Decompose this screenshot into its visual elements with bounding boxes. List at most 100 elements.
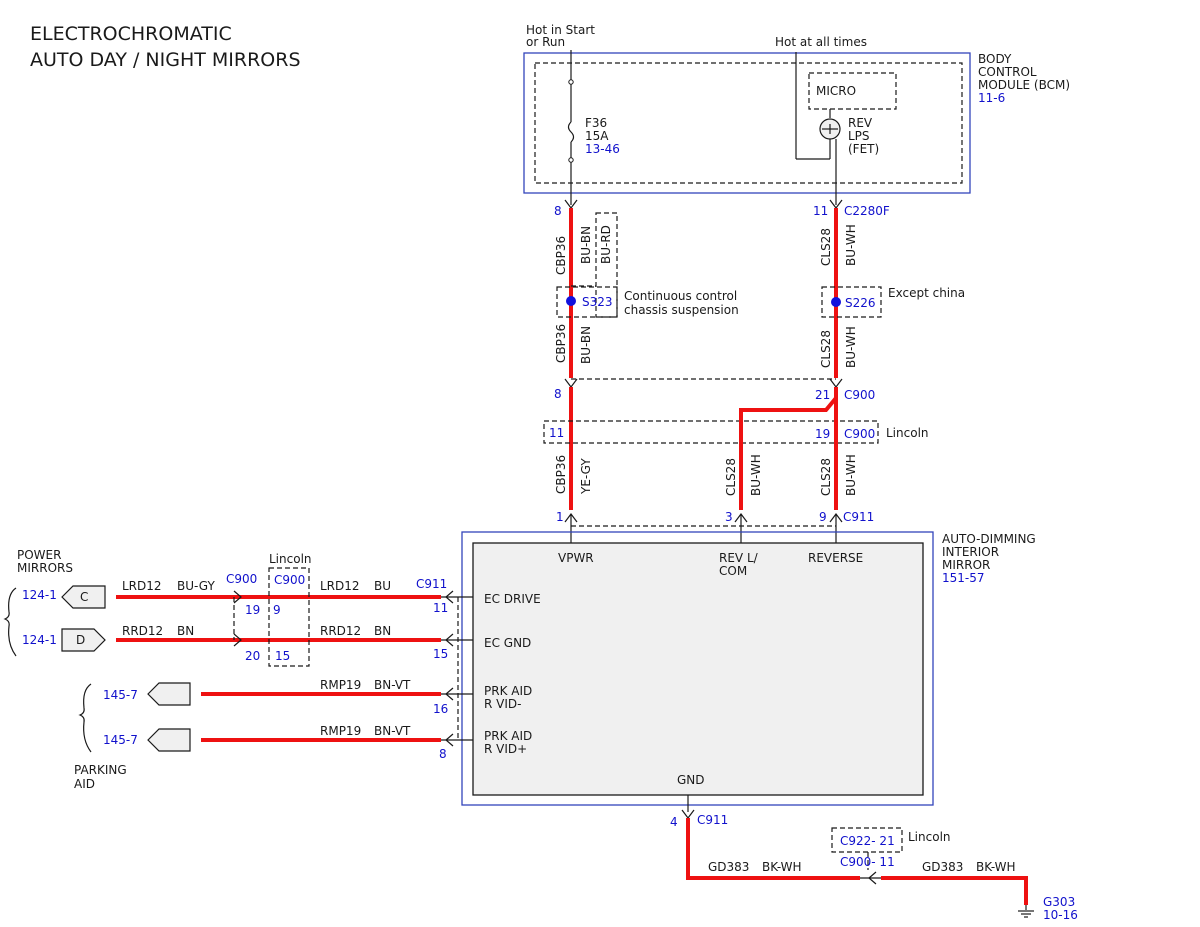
left-c900-pin: 8 — [554, 387, 562, 401]
pa-wire2-circuit: RMP19 — [320, 724, 361, 738]
ground-c922: C922- 21 — [840, 834, 895, 848]
pm-wire1-circuit: LRD12 — [122, 579, 162, 593]
middle-wire-color: BU-WH — [749, 454, 763, 496]
pm-w2-pin-lincoln: 15 — [275, 649, 290, 663]
right-c900-connector: C900 — [844, 388, 875, 402]
mirror-label-3: MIRROR — [942, 558, 990, 572]
splice-s226-note: Except china — [888, 286, 965, 300]
right-circuit-code-1: CLS28 — [819, 228, 833, 266]
ground-circuit: 4 C911 C922- 21 Lincoln C900- 11 GD383 B… — [670, 795, 1078, 922]
parking-aid-ref-2: 145-7 — [103, 733, 138, 747]
hot-start-run-label: Hot in Start — [526, 23, 595, 37]
pa-wire2-color: BN-VT — [374, 724, 411, 738]
pm-wire1b-color: BU — [374, 579, 391, 593]
parking-aid-ref-1: 145-7 — [103, 688, 138, 702]
vpwr-circuit: 8 CBP36 BU-BN BU-RD S323 Continuous cont… — [549, 199, 739, 524]
right-bcm-pin: 11 — [813, 204, 828, 218]
rev-label-2: LPS — [848, 129, 870, 143]
hot-all-times-label: Hot at all times — [775, 35, 867, 49]
mirror-ref: 151-57 — [942, 571, 985, 585]
right-lincoln-pin: 19 — [815, 427, 830, 441]
bcm-label-1: BODY — [978, 52, 1012, 66]
left-circuit-code-1: CBP36 — [554, 236, 568, 275]
power-mirror-connector-c — [61, 585, 106, 609]
pin-prk-aid-1-b: R VID- — [484, 697, 521, 711]
splice-s226 — [831, 297, 841, 307]
power-mirror-c-letter: C — [80, 590, 88, 604]
pm-lincoln: Lincoln — [269, 552, 312, 566]
lincoln-connector-note: Lincoln — [886, 426, 929, 440]
middle-mirror-pin: 3 — [725, 510, 733, 524]
bcm-label-3: MODULE (BCM) — [978, 78, 1070, 92]
fuse-ref: 13-46 — [585, 142, 620, 156]
pm-wire2-color: BN — [177, 624, 194, 638]
reverse-circuit: 11 C2280F CLS28 BU-WH S226 Except china … — [813, 199, 965, 524]
parking-aid-title-1: PARKING — [74, 763, 127, 777]
ground-wire2-color: BK-WH — [976, 860, 1016, 874]
auto-dimming-mirror: AUTO-DIMMING INTERIOR MIRROR 151-57 VPWR… — [461, 531, 1036, 806]
ground-connector: C911 — [697, 813, 728, 827]
pm-wire1-color: BU-GY — [177, 579, 215, 593]
pa-wire1-color: BN-VT — [374, 678, 411, 692]
splice-s226-label: S226 — [845, 296, 876, 310]
left-bcm-pin: 8 — [554, 204, 562, 218]
pm-wire2b-color: BN — [374, 624, 391, 638]
pin-ec-drive: EC DRIVE — [484, 592, 541, 606]
hot-start-run-label-2: or Run — [526, 35, 565, 49]
power-mirror-d-ref: 124-1 — [22, 633, 57, 647]
right-lincoln-connector: C900 — [844, 427, 875, 441]
pm-c911: C911 — [416, 577, 447, 591]
mirror-label-2: INTERIOR — [942, 545, 999, 559]
splice-s323-label: S323 — [582, 295, 613, 309]
title-line-1: ELECTROCHROMATIC — [30, 23, 232, 45]
ground-wire2-circuit: GD383 — [922, 860, 963, 874]
ground-g303-ref: 10-16 — [1043, 908, 1078, 922]
ground-pin: 4 — [670, 815, 678, 829]
pm-w2-pin-c911: 15 — [433, 647, 448, 661]
rev-label-3: (FET) — [848, 142, 879, 156]
splice-s323-note-1: Continuous control — [624, 289, 737, 303]
pin-vpwr: VPWR — [558, 551, 594, 565]
right-wire-color-2: BU-WH — [844, 326, 858, 368]
parking-aid-brace — [78, 683, 92, 753]
right-mirror-connector: C911 — [843, 510, 874, 524]
left-wire-color-1: BU-BN — [579, 226, 593, 264]
bcm-ref: 11-6 — [978, 91, 1005, 105]
left-wire-color-2: BU-BN — [579, 326, 593, 364]
left-wire-color-alt: BU-RD — [599, 225, 613, 264]
parking-aid-connector-1 — [147, 682, 191, 706]
pm-wire1b-circuit: LRD12 — [320, 579, 360, 593]
ground-wire1-circuit: GD383 — [708, 860, 749, 874]
right-wire-color-3: BU-WH — [844, 454, 858, 496]
left-lincoln-pin: 11 — [549, 426, 564, 440]
ground-wire1-color: BK-WH — [762, 860, 802, 874]
left-mirror-pin: 1 — [556, 510, 564, 524]
left-circuit-code-2: CBP36 — [554, 324, 568, 363]
splice-s323-note-2: chassis suspension — [624, 303, 739, 317]
splice-s323 — [566, 296, 576, 306]
mirror-label-1: AUTO-DIMMING — [942, 532, 1036, 546]
pm-w1-pin-c911: 11 — [433, 601, 448, 615]
rev-com-circuit: CLS28 BU-WH 3 — [724, 396, 838, 524]
power-mirrors-brace — [3, 587, 17, 657]
bcm-module: MICRO BODY CONTROL MODULE (BCM) 11-6 F36… — [523, 50, 1070, 205]
pin-gnd: GND — [677, 773, 705, 787]
ground-g303: G303 — [1043, 895, 1075, 909]
right-circuit-code-3: CLS28 — [819, 458, 833, 496]
power-mirrors-circuits: POWER MIRRORS 124-1 C 124-1 D LRD12 BU-G… — [3, 548, 473, 667]
ground-lincoln: Lincoln — [908, 830, 951, 844]
middle-circuit-code: CLS28 — [724, 458, 738, 496]
title-line-2: AUTO DAY / NIGHT MIRRORS — [30, 49, 301, 71]
micro-label: MICRO — [816, 84, 856, 98]
fuse-name: F36 — [585, 116, 607, 130]
parking-aid-circuits: 145-7 145-7 PARKING AID RMP19 BN-VT RMP1… — [74, 678, 473, 791]
pa-wire2-pin: 8 — [439, 747, 447, 761]
right-c900-pin: 21 — [815, 388, 830, 402]
parking-aid-title-2: AID — [74, 777, 95, 791]
fuse-icon — [567, 121, 575, 143]
right-bcm-connector: C2280F — [844, 204, 890, 218]
right-mirror-pin: 9 — [819, 510, 827, 524]
power-mirror-d-letter: D — [76, 633, 85, 647]
left-circuit-code-3: CBP36 — [554, 455, 568, 494]
